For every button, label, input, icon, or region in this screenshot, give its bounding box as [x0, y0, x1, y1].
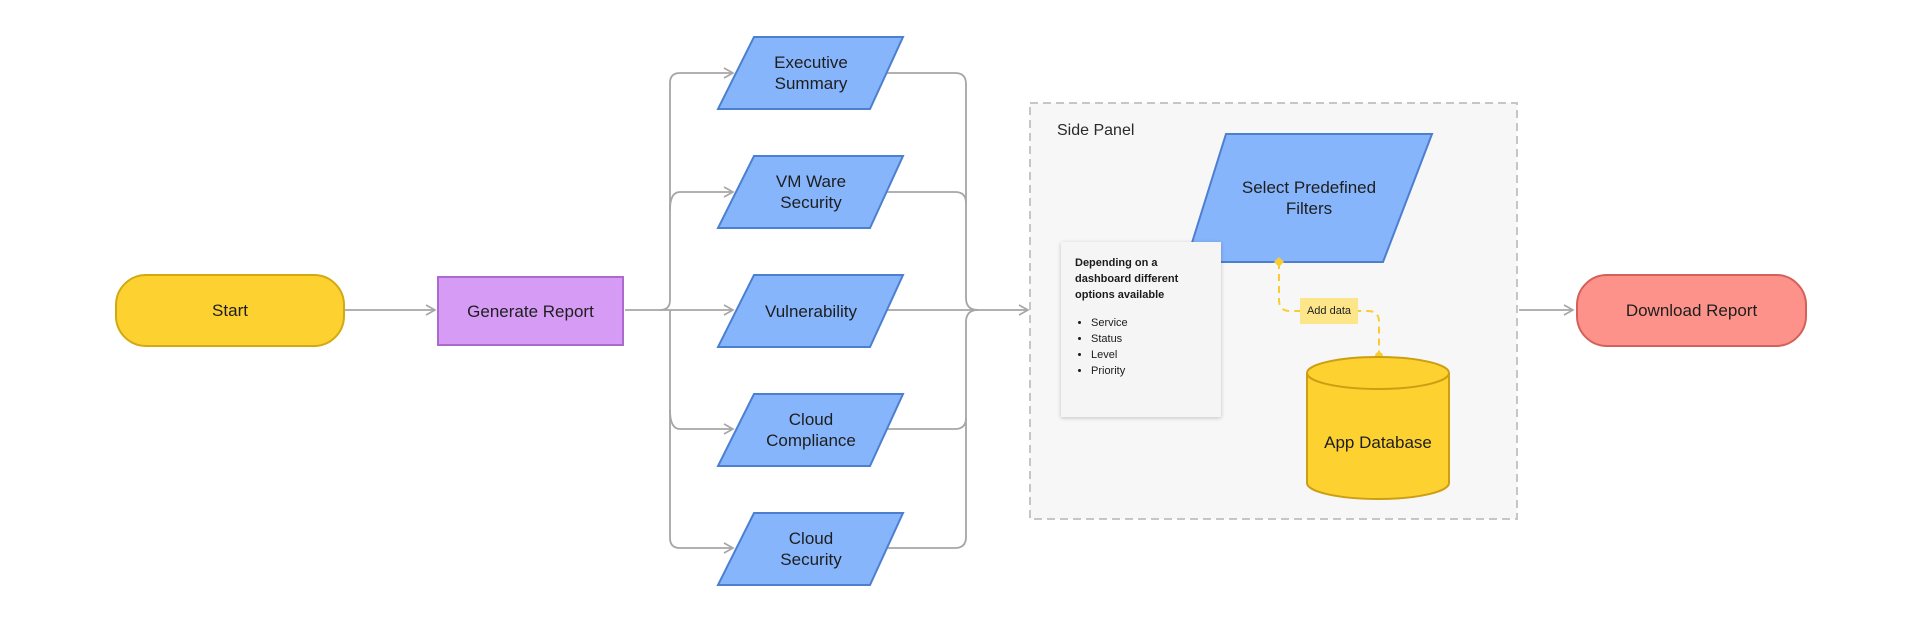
note-option-level: Level: [1091, 347, 1209, 363]
connector-generate-to-executive: [659, 67, 735, 311]
dashed-link-filters-to-database: [1278, 262, 1380, 356]
connector-generate-to-cloudsec: [669, 310, 735, 554]
note-option-priority: Priority: [1091, 363, 1209, 379]
connector-generate-to-vmware: [669, 186, 735, 211]
cloud-security-shape: [716, 512, 905, 586]
link-start-marker: [1274, 257, 1284, 267]
generate-report-process: [437, 276, 624, 346]
start-terminal: [115, 274, 345, 347]
add-data-connector-label: Add data: [1300, 298, 1358, 324]
sticky-note: Depending on a dashboard different optio…: [1061, 242, 1221, 417]
connector-generate-to-compliance: [669, 409, 735, 435]
download-report-terminal: [1576, 274, 1807, 347]
app-database-cylinder: [1306, 356, 1450, 500]
cloud-compliance-shape: [716, 393, 905, 467]
vm-ware-security-shape: [716, 155, 905, 229]
connector-executive-out: [886, 72, 979, 311]
executive-summary-shape: [716, 36, 905, 110]
select-predefined-filters-shape: [1184, 133, 1434, 263]
note-option-status: Status: [1091, 331, 1209, 347]
side-panel-title: Side Panel: [1057, 122, 1135, 139]
note-option-list: Service Status Level Priority: [1075, 315, 1209, 379]
note-heading: Depending on a dashboard different optio…: [1075, 257, 1179, 301]
connector-vmware-out: [886, 191, 967, 204]
connectors: [345, 67, 1575, 554]
vulnerability-shape: [716, 274, 905, 348]
connector-compliance-out: [886, 417, 967, 430]
connector-cloudsec-out: [886, 309, 979, 549]
note-option-service: Service: [1091, 315, 1209, 331]
